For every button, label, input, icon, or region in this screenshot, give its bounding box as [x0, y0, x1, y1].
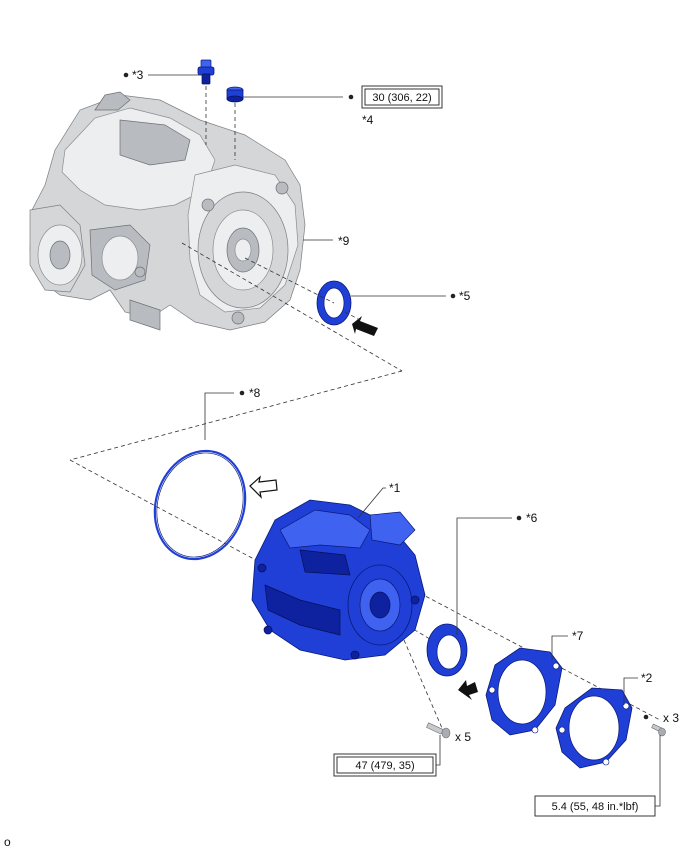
transaxle-housing [29, 91, 306, 331]
bolt-part-large [426, 722, 451, 739]
oil-seal-part-lower [426, 623, 468, 677]
dot-icon [643, 714, 649, 720]
callout-3-label: *3 [132, 68, 144, 82]
callout-1-label: *1 [389, 481, 401, 495]
dot-icon [348, 94, 354, 100]
arrow-solid-icon [458, 680, 478, 700]
torque-spec-box-1: 30 (306, 22) [361, 85, 443, 109]
callout-5-label: *5 [459, 289, 471, 303]
arrow-solid-icon [352, 316, 378, 336]
dot-icon [239, 390, 245, 396]
callout-8-label: *8 [249, 386, 261, 400]
callout-9-label: *9 [338, 234, 350, 248]
breather-plug-part [197, 59, 215, 85]
torque-spec-box-2: 47 (479, 35) [333, 753, 437, 777]
torque-spec-box-3: 5.4 (55, 48 in.*lbf) [534, 795, 656, 817]
dot-icon [450, 293, 456, 299]
motor-part [251, 499, 426, 661]
dot-icon [516, 515, 522, 521]
callout-4-label: *4 [362, 113, 374, 127]
callout-6-label: *6 [526, 511, 538, 525]
callout-7-label: *7 [572, 629, 584, 643]
quantity-label-2: x 3 [663, 711, 679, 725]
bolt-part-small [651, 723, 666, 737]
torque-spec-1: 30 (306, 22) [372, 92, 431, 104]
gasket-part [485, 647, 563, 736]
filler-plug-part [226, 86, 244, 103]
arrow-outline-icon [249, 475, 278, 499]
dot-icon [123, 72, 129, 78]
figure-code: o [4, 835, 11, 849]
torque-spec-2: 47 (479, 35) [355, 760, 414, 772]
cover-plate-part [555, 687, 633, 769]
o-ring-part [153, 449, 247, 561]
torque-spec-3: 5.4 (55, 48 in.*lbf) [552, 801, 639, 813]
quantity-label-1: x 5 [455, 730, 471, 744]
callout-2-label: *2 [641, 671, 653, 685]
